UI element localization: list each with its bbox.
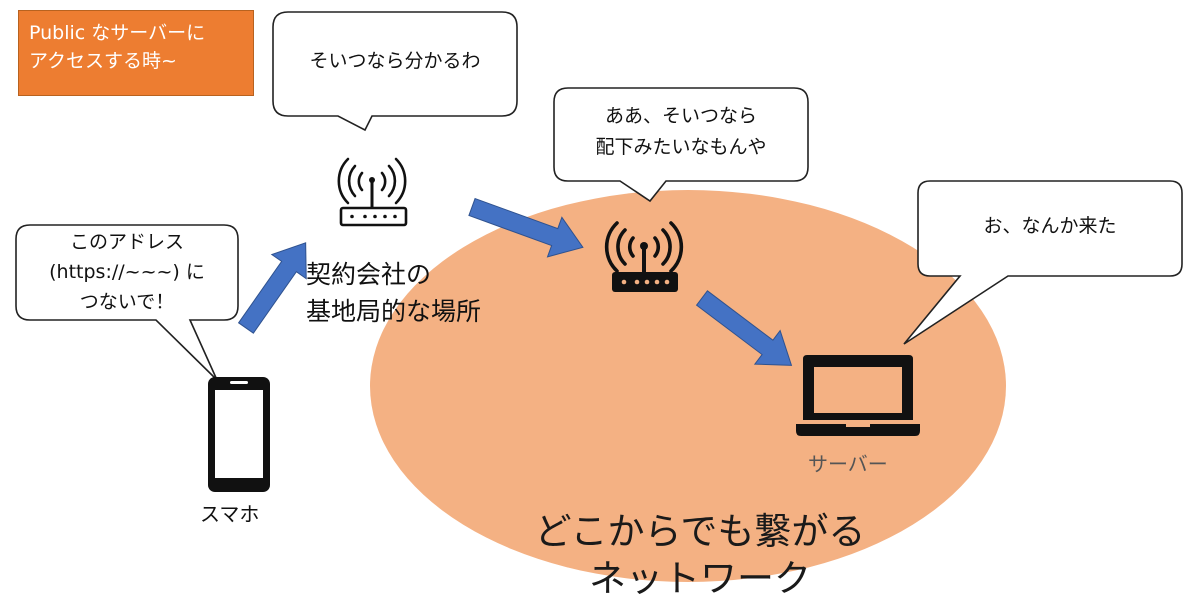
bubble-server-text: お、なんか来た (918, 211, 1182, 242)
arrow-base-station-to-router (468, 197, 584, 258)
bubble-network-router-text: ああ、そいつなら 配下みたいなもんや (554, 101, 808, 163)
bubble-network-router (553, 87, 809, 203)
arrow-phone-to-base-station (237, 242, 307, 334)
network-ellipse (370, 190, 1006, 582)
bubble-smartphone-line1: このアドレス (69, 231, 184, 253)
bubble-public-router-line: そいつなら分かるわ (309, 50, 481, 72)
bubble-public-router-text: そいつなら分かるわ (273, 46, 517, 77)
arrow-router-to-server (695, 290, 793, 366)
wifi-router-icon (604, 221, 684, 292)
base-station-label: 契約会社の 基地局的な場所 (306, 256, 481, 330)
bubble-smartphone-text: このアドレス (https://~~~) に つないで！ (16, 227, 238, 317)
base-station-label-line2: 基地局的な場所 (306, 297, 482, 326)
bubble-smartphone-line3: つないで！ (79, 291, 175, 313)
wifi-router-icon (337, 157, 408, 227)
network-label-line1: どこからでも繋がる (534, 510, 866, 553)
bubble-network-router-line2: 配下みたいなもんや (595, 136, 767, 158)
bubble-smartphone (15, 224, 239, 381)
server-label: サーバー (808, 452, 888, 476)
smartphone-icon (208, 377, 270, 492)
network-label: どこからでも繋がる ネットワーク (500, 508, 900, 602)
network-label-line2: ネットワーク (589, 557, 811, 600)
header-label: Public なサーバーに アクセスする時~ (18, 10, 254, 96)
bubble-network-router-line1: ああ、そいつなら (604, 105, 757, 127)
laptop-icon (796, 355, 920, 436)
header-label-line2: アクセスする時~ (29, 50, 177, 72)
bubble-server-line: お、なんか来た (983, 215, 1117, 237)
bubble-server (903, 180, 1183, 345)
smartphone-label: スマホ (200, 502, 260, 526)
header-label-line1: Public なサーバーに (29, 22, 206, 44)
bubble-smartphone-line2: (https://~~~) に (49, 261, 205, 283)
bubble-public-router (272, 11, 518, 132)
base-station-label-line1: 契約会社の (306, 260, 432, 289)
